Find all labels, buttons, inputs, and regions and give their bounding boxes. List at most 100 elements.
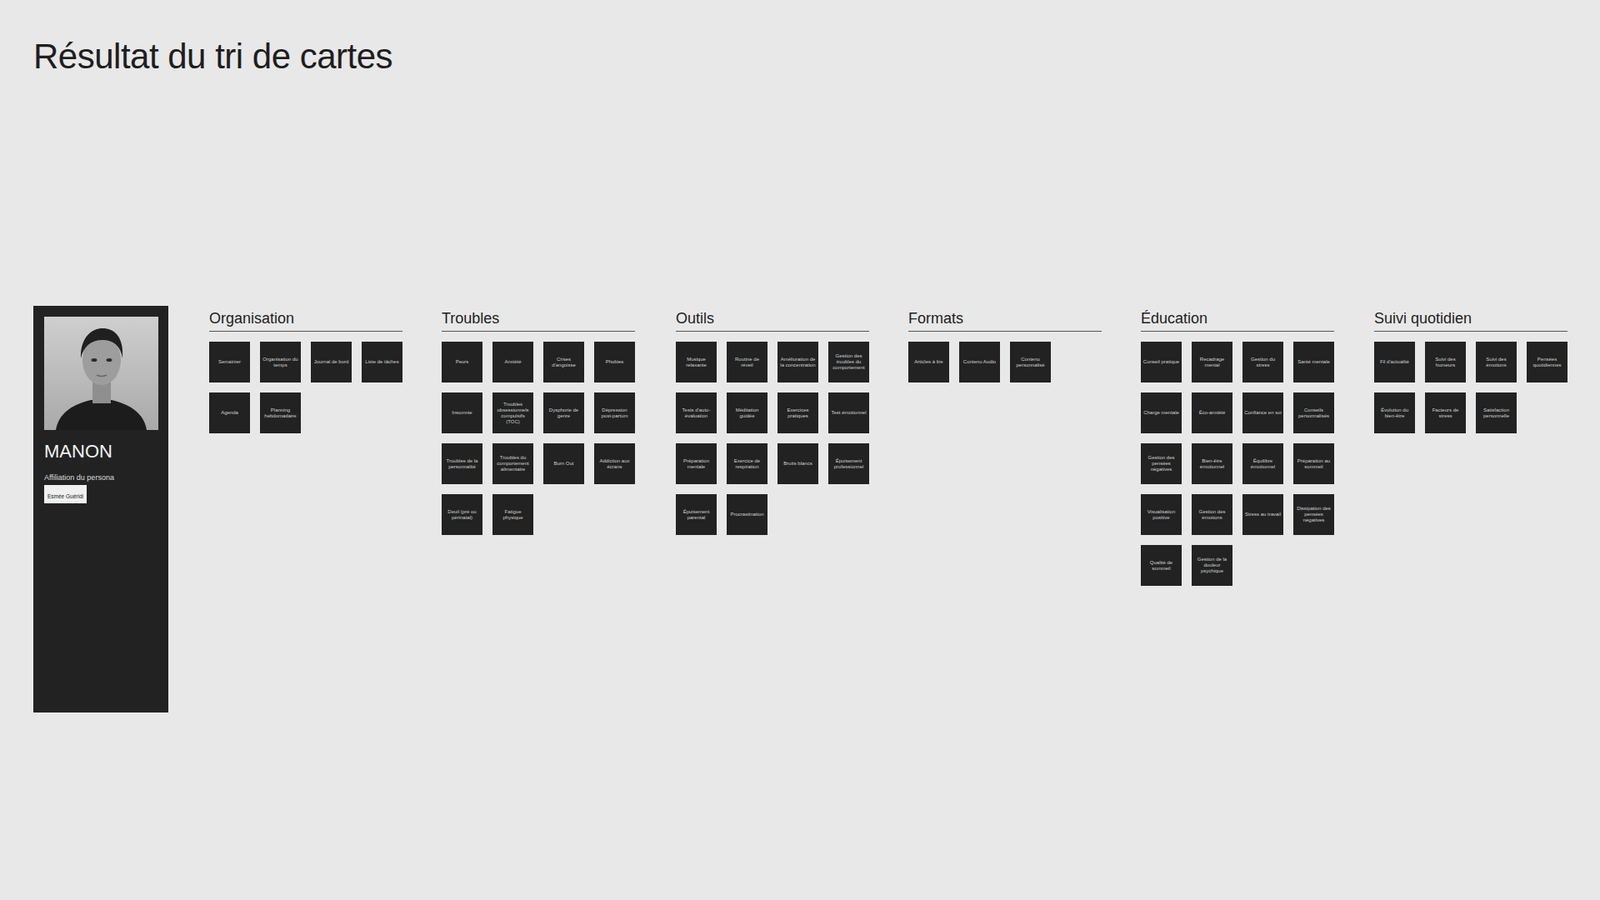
sort-card: Dissipation des pensées négatives xyxy=(1293,494,1335,535)
sort-card: Procrastination xyxy=(726,494,768,535)
sort-card: Gestion du stress xyxy=(1242,341,1284,383)
card-label: Exercices pratiques xyxy=(779,407,817,420)
sort-card: Articles à lire xyxy=(908,341,950,383)
card-label: Test émotionnel xyxy=(830,410,868,416)
card-label: Gestion des troubles du comportement xyxy=(830,353,868,371)
sort-card: Planning hebdomadaire xyxy=(260,392,301,434)
group-heading: Outils xyxy=(675,310,870,332)
card-label: Conseil pratique xyxy=(1142,359,1180,365)
persona-name: MANON xyxy=(44,440,113,463)
card-label: Recadrage mental xyxy=(1193,356,1231,369)
card-label: Qualité de sommeil xyxy=(1142,560,1180,572)
group-heading: Suivi quotidien xyxy=(1374,310,1568,332)
group-heading: Organisation xyxy=(209,310,403,332)
card-label: Musique relaxante xyxy=(677,356,715,369)
sort-card: Stress au travail xyxy=(1242,494,1284,535)
sort-card: Troubles obsessionnels compulsifs (TOC) xyxy=(492,392,534,434)
card-label: Gestion du stress xyxy=(1244,356,1282,369)
card-label: Santé mentale xyxy=(1295,359,1333,365)
card-label: Facteurs de stress xyxy=(1426,407,1465,420)
sort-card: Dysphorie de genre xyxy=(543,392,585,434)
sort-card: Santé mentale xyxy=(1293,341,1335,383)
card-label: Burn Out xyxy=(545,460,583,467)
card-label: Deuil (pré ou périnatal) xyxy=(443,509,481,521)
sort-card: Épuisement professionnel xyxy=(828,443,870,485)
sort-card: Insomnie xyxy=(441,392,483,434)
card-label: Anxiété xyxy=(494,359,532,365)
card-group: Suivi quotidienFil d'actualitéSuivi des … xyxy=(1374,310,1568,332)
sort-card: Semainier xyxy=(209,341,250,383)
persona-badge: Esmée Guéridi xyxy=(44,485,87,504)
card-group: OrganisationSemainierOrganisation du tem… xyxy=(209,310,403,332)
sort-card: Conseils personnalisés xyxy=(1293,392,1335,434)
sort-card: Charge mentale xyxy=(1140,392,1182,434)
sort-card: Deuil (pré ou périnatal) xyxy=(441,494,483,535)
card-label: Routine de réveil xyxy=(728,356,766,369)
sort-card: Facteurs de stress xyxy=(1425,392,1466,434)
sort-card: Amélioration de la concentration xyxy=(777,341,819,383)
card-label: Stress au travail xyxy=(1244,511,1282,518)
sort-card: Burn Out xyxy=(543,443,585,485)
card-label: Amélioration de la concentration xyxy=(779,356,817,369)
sort-card: Gestion des émotions xyxy=(1191,494,1233,535)
card-label: Troubles de la personnalité xyxy=(443,458,481,470)
card-label: Exercice de respiration xyxy=(728,458,766,470)
card-label: Gestion des émotions xyxy=(1193,509,1231,521)
card-label: Préparation mentale xyxy=(677,458,715,470)
sort-card: Conseil pratique xyxy=(1140,341,1182,383)
sort-card: Visualisation positive xyxy=(1140,494,1182,535)
card-label: Dissipation des pensées négatives xyxy=(1295,505,1333,524)
card-group: TroublesPeursAnxiétéCrises d'angoissePho… xyxy=(441,310,635,332)
sort-card: Anxiété xyxy=(492,341,534,383)
sort-card: Bruits blancs xyxy=(777,443,819,485)
badge-label: Esmée Guéridi xyxy=(47,493,84,500)
sort-card: Pensées quotidiennes xyxy=(1526,341,1568,383)
persona-affiliation: Affiliation du persona xyxy=(44,473,115,482)
sort-card: Journal de bord xyxy=(310,341,352,383)
sort-card: Routine de réveil xyxy=(726,341,768,383)
sort-card: Crises d'angoisse xyxy=(543,341,585,383)
sort-card: Suivi des humeurs xyxy=(1425,341,1466,383)
sort-card: Bien-être émotionnel xyxy=(1191,443,1233,485)
sort-card: Dépression post-partum xyxy=(594,392,635,434)
sort-card: Équilibre émotionnel xyxy=(1242,443,1284,485)
card-label: Liste de tâches xyxy=(363,359,401,365)
card-label: Bruits blancs xyxy=(779,460,817,467)
card-label: Troubles du comportement alimentaire xyxy=(494,455,532,473)
card-label: Journal de bord xyxy=(312,359,350,365)
card-label: Addiction aux écrans xyxy=(595,458,634,470)
card-label: Phobies xyxy=(595,359,634,365)
sort-card: Fil d'actualité xyxy=(1374,341,1415,383)
card-label: Crises d'angoisse xyxy=(545,356,583,369)
card-group: OutilsMusique relaxanteRoutine de réveil… xyxy=(675,310,870,332)
sort-card: Troubles de la personnalité xyxy=(441,443,483,485)
sort-card: Gestion des troubles du comportement xyxy=(828,341,870,383)
card-label: Tests d'auto-évaluation xyxy=(677,407,715,420)
group-heading: Troubles xyxy=(441,310,635,332)
card-label: Préparation au sommeil xyxy=(1295,458,1333,470)
sort-card: Satisfaction personnelle xyxy=(1475,392,1517,434)
sort-card: Préparation au sommeil xyxy=(1293,443,1335,485)
sort-card: Recadrage mental xyxy=(1191,341,1233,383)
card-label: Planning hebdomadaire xyxy=(261,407,300,420)
sort-card: Phobies xyxy=(594,341,635,383)
card-label: Équilibre émotionnel xyxy=(1244,458,1282,470)
sort-card: Préparation mentale xyxy=(675,443,717,485)
sort-card: Fatigue physique xyxy=(492,494,534,535)
card-label: Évolution du bien-être xyxy=(1375,407,1414,420)
card-label: Épuisement professionnel xyxy=(830,458,868,470)
card-label: Procrastination xyxy=(728,511,766,518)
sort-card: Contenu Audio xyxy=(959,341,1000,383)
card-label: Confiance en soi xyxy=(1244,410,1282,416)
sort-card: Organisation du temps xyxy=(260,341,301,383)
card-label: Satisfaction personnelle xyxy=(1477,407,1515,420)
page-title: Résultat du tri de cartes xyxy=(33,36,393,77)
sort-card: Liste de tâches xyxy=(361,341,403,383)
card-label: Semainier xyxy=(210,359,249,365)
card-label: Gestion des pensées négatives xyxy=(1142,455,1180,473)
group-heading: Formats xyxy=(908,310,1102,332)
card-label: Suivi des émotions xyxy=(1477,356,1515,369)
sort-card: Contenu personnalisé xyxy=(1010,341,1051,383)
card-label: Dépression post-partum xyxy=(595,407,634,420)
card-label: Suivi des humeurs xyxy=(1426,356,1465,369)
